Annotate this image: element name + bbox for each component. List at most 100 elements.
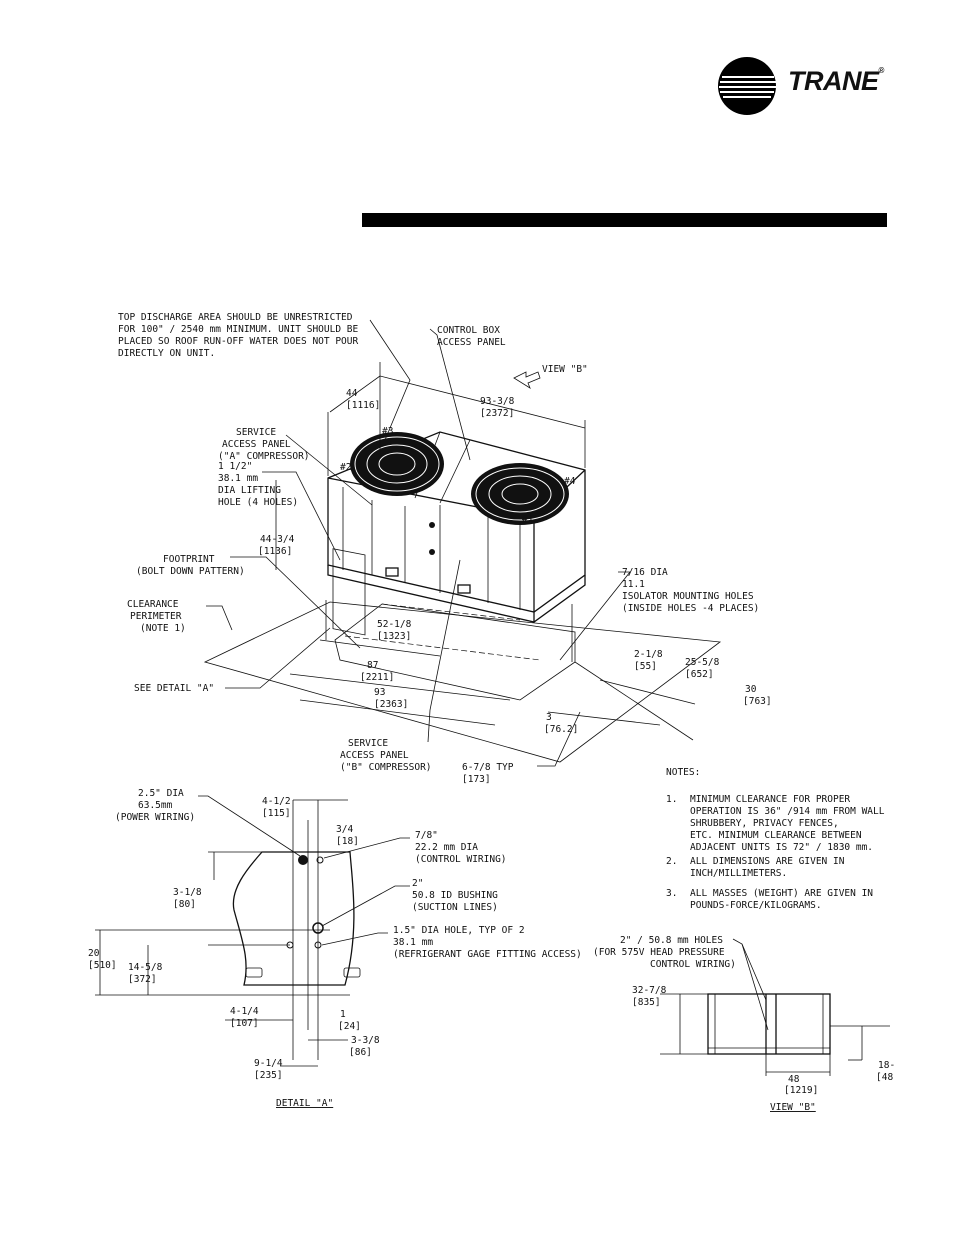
dim-1: 1 [340,1009,346,1020]
lifting-3: DIA LIFTING [218,485,281,496]
dim-93-3-8-mm: [2372] [480,408,514,419]
service-a-1: SERVICE [236,427,276,438]
fan-tag-3: #3 [382,426,393,437]
dim-4-1-4: 4-1/4 [230,1006,259,1017]
fan-grille-left [350,432,444,496]
dim-52-1-8-mm: [1323] [377,631,411,642]
trane-logo [716,55,886,115]
discharge-note-4: DIRECTLY ON UNIT. [118,348,215,359]
note-1-line-5: ADJACENT UNITS IS 72" / 1830 mm. [690,842,873,853]
notes-block: NOTES: 1. MINIMUM CLEARANCE FOR PROPER O… [666,767,885,911]
dim-3-4-mm: [18] [336,836,359,847]
power-hole-3: (POWER WIRING) [115,812,195,823]
view-b-holes-3: CONTROL WIRING) [650,959,736,970]
dim-48: 48 [788,1074,800,1085]
detail-a-linework [95,795,410,1067]
dim-3-4: 3/4 [336,824,353,835]
service-b-1: SERVICE [348,738,388,749]
dim-87-mm: [2211] [360,672,394,683]
lifting-1: 1 1/2" [218,461,252,472]
dim-4-1-4-mm: [107] [230,1018,259,1029]
discharge-note-3: PLACED SO ROOF RUN-OFF WATER DOES NOT PO… [118,336,358,347]
registered-mark: ® [878,66,885,75]
isolator-4: (INSIDE HOLES -4 PLACES) [622,603,759,614]
view-b-holes-1: 2" / 50.8 mm HOLES [620,935,723,946]
dim-9-1-4: 9-1/4 [254,1058,283,1069]
clearance-3: (NOTE 1) [140,623,186,634]
dim-9-1-4-mm: [235] [254,1070,283,1081]
view-b-outline [707,993,831,1055]
dim-14-5-8: 14-5/8 [128,962,163,973]
dim-3-3-8-mm: [86] [349,1047,372,1058]
fan-tag-1: #1 [522,514,534,525]
clearance-1: CLEARANCE [127,599,179,610]
note-3-line-2: POUNDS-FORCE/KILOGRAMS. [690,900,822,911]
control-hole-2: 22.2 mm DIA [415,842,478,853]
suction-1: 2" [412,878,423,889]
brand-name-text: TRANE [788,66,879,96]
dim-93-3-8: 93-3/8 [480,396,515,407]
dim-20-mm: [510] [88,960,117,971]
note-1-line-4: ETC. MINIMUM CLEARANCE BETWEEN [690,830,862,841]
clearance-perimeter [203,601,722,763]
dim-30: 30 [745,684,757,695]
gage-3: (REFRIGERANT GAGE FITTING ACCESS) [393,949,582,960]
control-wiring-hole [316,856,324,864]
dim-87: 87 [367,660,378,671]
control-box-1: CONTROL BOX [437,325,500,336]
view-b-arrow-icon [513,371,541,389]
note-1-line-3: SHRUBBERY, PRIVACY FENCES, [690,818,839,829]
dim-18: 18- [878,1060,895,1071]
lifting-2: 38.1 mm [218,473,258,484]
dim-3: 3 [546,712,552,723]
view-b-caption: VIEW "B" [770,1102,816,1113]
service-b-3: ("B" COMPRESSOR) [340,762,432,773]
footprint-1: FOOTPRINT [163,554,215,565]
dim-93: 93 [374,687,385,698]
gage-1: 1.5" DIA HOLE, TYP OF 2 [393,925,525,936]
dim-2-1-8: 2-1/8 [634,649,663,660]
dim-32-7-8-mm: [835] [632,997,661,1008]
power-wiring-hole [298,855,308,865]
view-b-marker: VIEW "B" [542,364,588,375]
dim-18-mm: [48 [876,1072,893,1083]
dim-30-mm: [763] [743,696,772,707]
dim-44-3-4: 44-3/4 [260,534,295,545]
service-b-2: ACCESS PANEL [340,750,409,761]
dim-4-1-2-mm: [115] [262,808,291,819]
power-hole-2: 63.5mm [138,800,173,811]
dim-14-5-8-mm: [372] [128,974,157,985]
service-a-2: ACCESS PANEL [222,439,291,450]
control-hole-1: 7/8" [415,830,438,841]
dim-32-7-8: 32-7/8 [632,985,667,996]
isolator-3: ISOLATOR MOUNTING HOLES [622,591,754,602]
lifting-4: HOLE (4 HOLES) [218,497,298,508]
dim-25-5-8: 25-5/8 [685,657,720,668]
note-2-line-1: ALL DIMENSIONS ARE GIVEN IN [690,856,845,867]
control-box-2: ACCESS PANEL [437,337,506,348]
isolator-1: 7/16 DIA [622,567,668,578]
control-hole-3: (CONTROL WIRING) [415,854,507,865]
detail-a-labels: 2.5" DIA 63.5mm (POWER WIRING) 4-1/2 [11… [88,788,582,1109]
fan-tag-4: #4 [564,476,576,487]
see-detail-a: SEE DETAIL "A" [134,683,214,694]
dim-3-mm: [76.2] [544,724,578,735]
dim-48-mm: [1219] [784,1085,818,1096]
dim-6-7-8: 6-7/8 TYP [462,762,514,773]
power-hole-1: 2.5" DIA [138,788,184,799]
gage-2: 38.1 mm [393,937,433,948]
trane-logo-icon [718,57,776,115]
dim-44: 44 [346,388,358,399]
dim-6-7-8-mm: [173] [462,774,491,785]
suction-2: 50.8 ID BUSHING [412,890,498,901]
discharge-note-1: TOP DISCHARGE AREA SHOULD BE UNRESTRICTE… [118,312,353,323]
clearance-2: PERIMETER [130,611,182,622]
dim-93-mm: [2363] [374,699,408,710]
fan-grille-right [471,463,569,525]
note-1-line-1: MINIMUM CLEARANCE FOR PROPER [690,794,850,805]
view-b-linework [660,938,890,1076]
notes-heading: NOTES: [666,767,700,778]
brand-name: TRANE® [788,66,884,97]
dim-3-3-8: 3-3/8 [351,1035,380,1046]
dim-3-1-8-mm: [80] [173,899,196,910]
